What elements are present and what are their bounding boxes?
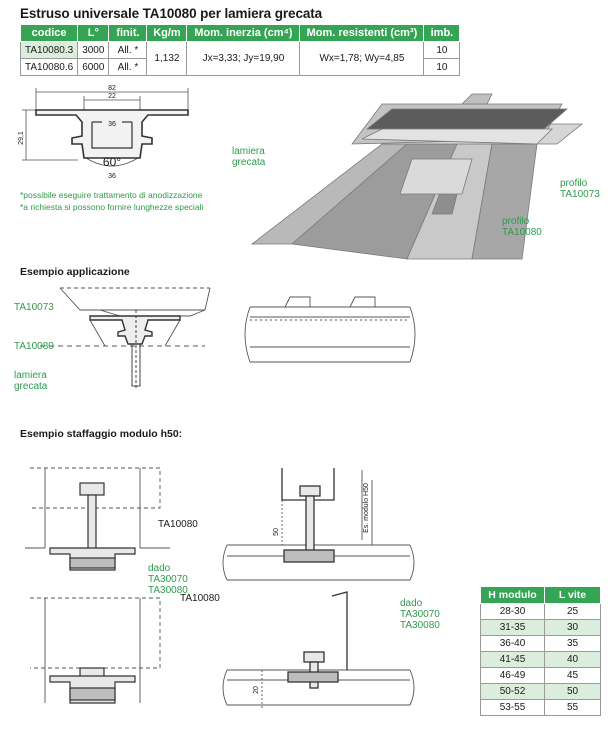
cell-imb: 10 (423, 41, 461, 59)
dim-height: 29,1 (18, 131, 25, 145)
label-ta10073: TA10073 (14, 302, 54, 313)
cell-codice: TA10080.3 (19, 41, 79, 59)
dim-50: 50 (273, 528, 280, 536)
dim-82: 82 (108, 85, 116, 92)
staffaggio-drawing-left (25, 467, 170, 704)
col-codice: codice (19, 24, 79, 42)
col-h-modulo: H modulo (480, 586, 545, 604)
cell-h: 28-30 (480, 603, 545, 620)
label-lamiera-grecata-iso: lamiera grecata (232, 146, 266, 168)
label-profilo-ta10073: profilo TA10073 (560, 178, 600, 200)
cell-l-vite: 45 (544, 667, 601, 684)
spec-header-row: codice L° finit. Kg/m Mom. inerzia (cm⁴)… (19, 24, 461, 42)
isometric-view (250, 93, 584, 260)
col-imb: imb. (423, 24, 461, 42)
label-ta10080-staff-right: TA10080 (180, 593, 220, 604)
staffaggio-drawing-right: 50 20 Es. modulo H50 (222, 468, 415, 710)
note-lunghezze: *a richiesta si possono fornire lunghezz… (20, 202, 204, 212)
cell-l: 3000 (77, 41, 110, 59)
cell-imb: 10 (423, 58, 461, 76)
cell-l: 6000 (77, 58, 110, 76)
col-l-vite: L vite (544, 586, 601, 604)
dim-angle: 60° (103, 155, 121, 169)
profile-section-drawing: 82 22 36 36 60° 29,1 (18, 85, 189, 180)
dim-20: 20 (253, 686, 260, 694)
dim-22: 22 (108, 93, 116, 100)
page-title: Estruso universale TA10080 per lamiera g… (20, 6, 323, 21)
label-dado-staff-right: dado TA30070 TA30080 (400, 598, 440, 631)
col-kgm: Kg/m (146, 24, 188, 42)
label-dado-staff-left: dado TA30070 TA30080 (148, 563, 188, 596)
cell-h: 31-35 (480, 619, 545, 636)
cell-h: 41-45 (480, 651, 545, 668)
cell-h: 50-52 (480, 683, 545, 700)
application-drawing-left (40, 287, 211, 390)
cell-finit: All. * (108, 41, 148, 59)
cell-h: 46-49 (480, 667, 545, 684)
cell-l-vite: 35 (544, 635, 601, 652)
spec-table: codice L° finit. Kg/m Mom. inerzia (cm⁴)… (19, 24, 461, 76)
label-profilo-ta10080: profilo TA10080 (502, 216, 542, 238)
col-resistenti: Mom. resistenti (cm³) (299, 24, 425, 42)
cell-resistenti: Wx=1,78; Wy=4,85 (299, 41, 425, 76)
dim-36-bottom: 36 (108, 173, 116, 180)
table-row: TA10080.3 3000 All. * 1,132 Jx=3,33; Jy=… (19, 41, 461, 76)
cell-inerzia: Jx=3,33; Jy=19,90 (186, 41, 301, 76)
cell-codice: TA10080.6 (19, 58, 79, 76)
label-ta10080: TA10080 (14, 341, 54, 352)
cell-l-vite: 40 (544, 651, 601, 668)
cell-l-vite: 30 (544, 619, 601, 636)
cell-kgm: 1,132 (146, 41, 188, 76)
cell-finit: All. * (108, 58, 148, 76)
col-l: L° (77, 24, 110, 42)
hmod-header-row: H modulo L vite (480, 586, 601, 604)
label-ta10080-staff: TA10080 (158, 519, 198, 530)
label-lamiera-grecata: lamiera grecata (14, 370, 48, 392)
section-applicazione: Esempio applicazione (20, 266, 130, 278)
cell-l-vite: 50 (544, 683, 601, 700)
cell-l-vite: 55 (544, 699, 601, 716)
dim-36-top: 36 (108, 121, 116, 128)
col-inerzia: Mom. inerzia (cm⁴) (186, 24, 301, 42)
cell-l-vite: 25 (544, 603, 601, 620)
application-drawing-right (244, 296, 416, 363)
section-staffaggio: Esempio staffaggio modulo h50: (20, 428, 183, 440)
col-finit: finit. (108, 24, 148, 42)
es-modulo-label: Es. modulo H50 (363, 483, 370, 533)
cell-h: 36-40 (480, 635, 545, 652)
cell-h: 53-55 (480, 699, 545, 716)
note-anodizzazione: *possibile eseguire trattamento di anodi… (20, 190, 203, 200)
table-row: TA10080.6 6000 All. * 10 (19, 58, 461, 76)
